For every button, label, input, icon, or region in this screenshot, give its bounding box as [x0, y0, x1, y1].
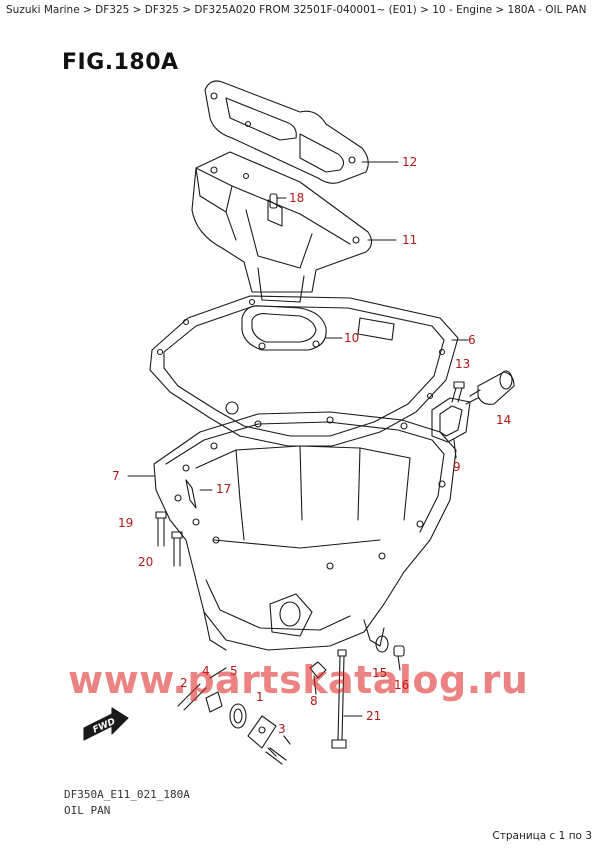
callout-5[interactable]: 5 — [230, 664, 238, 678]
plug-part-16 — [393, 645, 405, 671]
fwd-direction-arrow: FWD — [83, 707, 129, 741]
breadcrumb[interactable]: Suzuki Marine > DF325 > DF325 > DF325A02… — [6, 4, 587, 16]
oil-adapter-part-11 — [191, 151, 397, 303]
gasket-part-10 — [241, 305, 343, 351]
callout-4[interactable]: 4 — [202, 664, 210, 678]
watermark: www.partskatalog.ru — [68, 658, 529, 702]
callout-11[interactable]: 11 — [402, 233, 418, 247]
callout-2[interactable]: 2 — [180, 676, 188, 690]
callout-12[interactable]: 12 — [402, 155, 418, 169]
callout-1[interactable]: 1 — [256, 690, 264, 704]
figure-title: FIG.180A — [62, 50, 179, 75]
oil-pan-body — [127, 411, 457, 651]
oil-sensor-part-14 — [465, 370, 515, 405]
callout-19[interactable]: 19 — [118, 516, 134, 530]
gasket-part-12 — [204, 80, 399, 184]
callout-3[interactable]: 3 — [278, 722, 286, 736]
bolt-part-19 — [155, 511, 167, 547]
callout-9[interactable]: 9 — [453, 460, 461, 474]
callout-17[interactable]: 17 — [216, 482, 232, 496]
callout-15[interactable]: 15 — [372, 666, 388, 680]
callout-16[interactable]: 16 — [394, 678, 410, 692]
bolt-part-20 — [171, 531, 183, 567]
callout-21[interactable]: 21 — [366, 709, 382, 723]
callout-20[interactable]: 20 — [138, 555, 154, 569]
callout-7[interactable]: 7 — [112, 469, 120, 483]
hose-part-8 — [309, 661, 327, 695]
callout-8[interactable]: 8 — [310, 694, 318, 708]
callout-13[interactable]: 13 — [455, 357, 471, 371]
drawing-code: DF350A_E11_021_180A — [64, 788, 190, 801]
callout-18[interactable]: 18 — [289, 191, 305, 205]
gasket-part-9 — [431, 397, 471, 459]
callout-14[interactable]: 14 — [496, 413, 512, 427]
part-name: OIL PAN — [64, 804, 111, 817]
callout-10[interactable]: 10 — [344, 331, 360, 345]
long-bolt-part-21 — [331, 649, 363, 749]
callout-6[interactable]: 6 — [468, 333, 476, 347]
dowel-pin-part-18 — [269, 193, 287, 209]
page-indicator: Страница с 1 по 3 — [492, 830, 592, 842]
plug-part-15 — [375, 635, 389, 653]
drain-plug-parts — [177, 667, 291, 765]
oil-pan-gasket-part-6 — [149, 295, 469, 447]
